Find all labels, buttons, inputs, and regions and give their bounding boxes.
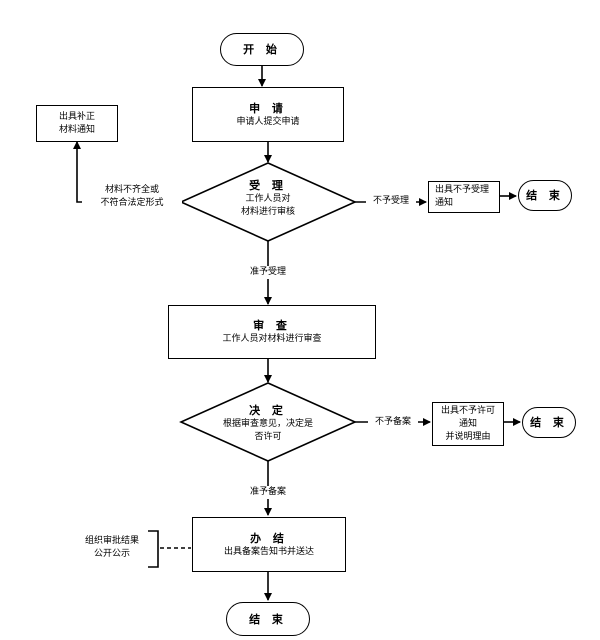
apply-desc: 申请人提交申请 (236, 116, 300, 127)
end-terminal-1: 结 束 (518, 180, 572, 211)
reject-accept-notice-line2: 通知 (435, 198, 454, 208)
correction-notice-box: 出具补正 材料通知 (36, 105, 118, 142)
reject-permit-line3: 并说明理由 (445, 431, 491, 442)
incomplete-line1: 材料不齐全或 (104, 185, 159, 195)
end3-label: 结 束 (249, 612, 287, 626)
handle-title: 办 结 (250, 531, 288, 545)
accept-title: 受 理 (249, 179, 287, 192)
apply-box: 申 请 申请人提交申请 (192, 87, 344, 142)
accept-line1: 工作人员对 (245, 194, 291, 204)
reject-record-label: 不予备案 (368, 416, 418, 429)
end-terminal-3: 结 束 (226, 602, 310, 636)
publicity-note: 组织审批结果 公开公示 (76, 535, 148, 561)
end-terminal-2: 结 束 (522, 407, 576, 438)
decide-title: 决 定 (249, 404, 287, 417)
approve-record-label: 准予备案 (236, 486, 300, 499)
accept-line2: 材料进行审核 (240, 207, 295, 217)
apply-title: 申 请 (249, 101, 287, 115)
reject-accept-notice-line1: 出具不予受理 (435, 185, 490, 195)
publicity-bracket (148, 530, 159, 568)
reject-accept-label: 不予受理 (366, 195, 416, 208)
correction-notice-line2: 材料通知 (58, 124, 95, 135)
handle-box: 办 结 出具备案告知书并送达 (192, 517, 346, 572)
correction-notice-line1: 出具补正 (58, 111, 95, 122)
review-title: 审 查 (253, 319, 291, 332)
approve-accept-label: 准予受理 (236, 266, 300, 279)
reject-permit-line2: 通知 (458, 418, 477, 429)
review-box: 审 查 工作人员对材料进行审查 (168, 305, 376, 359)
decide-line2: 否许可 (254, 432, 282, 442)
reject-accept-notice-box: 出具不予受理 通知 (428, 181, 500, 213)
start-terminal: 开 始 (220, 33, 304, 66)
publicity-line1: 组织审批结果 (84, 536, 139, 546)
end2-label: 结 束 (530, 416, 568, 429)
decide-diamond-text: 决 定 根据审查意见，决定是 否许可 (198, 403, 338, 444)
publicity-line2: 公开公示 (93, 549, 130, 559)
end1-label: 结 束 (526, 189, 564, 202)
reject-permit-notice-box: 出具不予许可 通知 并说明理由 (432, 402, 504, 446)
incomplete-line2: 不符合法定形式 (100, 198, 164, 208)
accept-diamond-text: 受 理 工作人员对 材料进行审核 (208, 178, 328, 219)
review-desc: 工作人员对材料进行审查 (222, 334, 322, 344)
incomplete-materials-label: 材料不齐全或 不符合法定形式 (82, 184, 182, 210)
handle-desc: 出具备案告知书并送达 (223, 546, 314, 557)
decide-line1: 根据审查意见，决定是 (222, 419, 313, 429)
reject-permit-line1: 出具不予许可 (440, 405, 495, 416)
start-label: 开 始 (243, 43, 281, 56)
